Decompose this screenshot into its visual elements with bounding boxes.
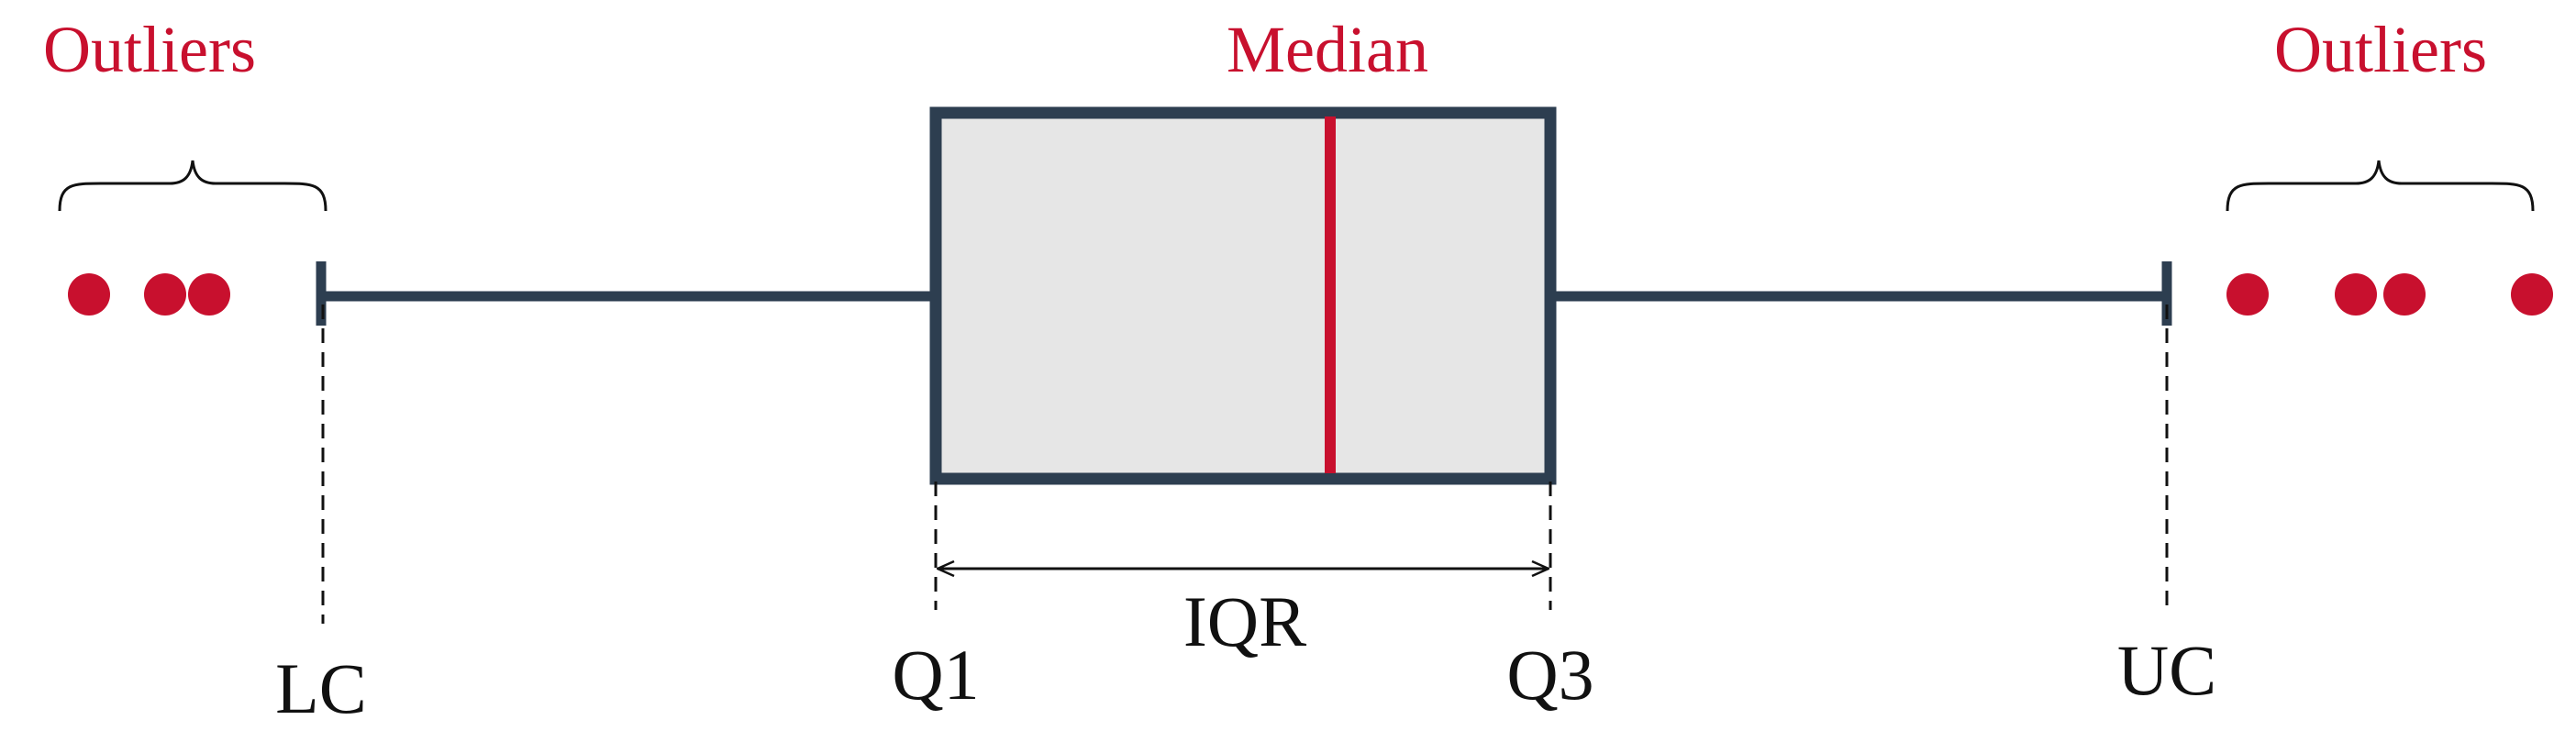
outliers-right-label: Outliers: [2274, 13, 2487, 86]
left-outliers-brace: [58, 160, 328, 212]
uc-label: UC: [2117, 630, 2216, 710]
outlier-point: [68, 273, 110, 316]
outlier-point: [2511, 273, 2553, 316]
right-outliers-brace: [2226, 160, 2535, 212]
q1-label: Q1: [892, 635, 979, 714]
outlier-point: [188, 273, 230, 316]
lc-label: LC: [275, 648, 367, 728]
left-outliers: [68, 273, 230, 316]
q3-label: Q3: [1506, 635, 1593, 714]
outliers-left-label: Outliers: [43, 13, 256, 86]
median-label: Median: [1227, 13, 1428, 86]
outlier-point: [144, 273, 186, 316]
iqr-box: [929, 106, 1557, 485]
outlier-point: [2335, 273, 2377, 316]
right-outliers: [2226, 273, 2553, 316]
outlier-point: [2383, 273, 2426, 316]
outlier-point: [2226, 273, 2269, 316]
iqr-label: IQR: [1183, 581, 1306, 661]
